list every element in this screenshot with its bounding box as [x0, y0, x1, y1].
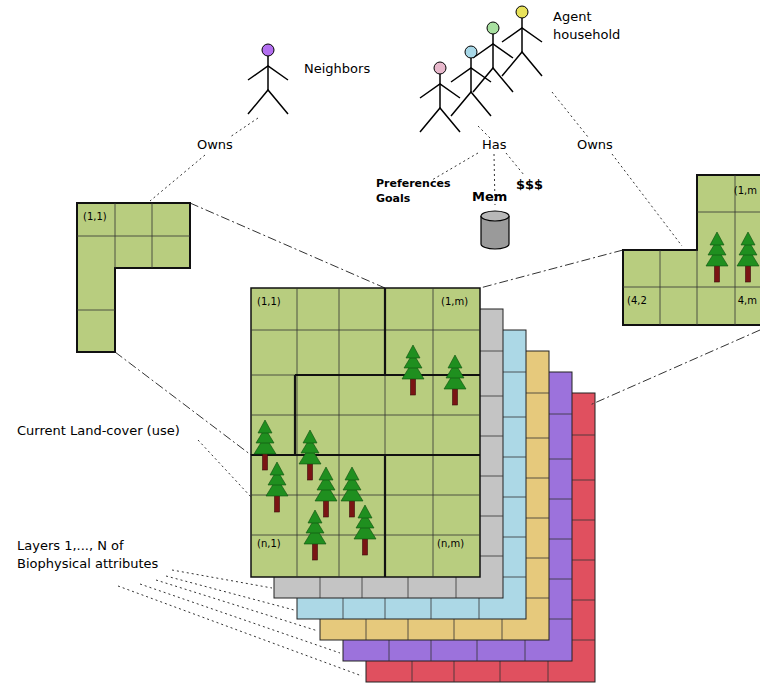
tree: [737, 232, 759, 282]
actor-label: Neighbors: [304, 60, 370, 78]
cell-coordinate: (1,1): [257, 296, 281, 307]
dotted-leader: [506, 153, 524, 175]
relation-label: Has: [482, 136, 507, 154]
dotted-leader: [612, 154, 682, 246]
dotted-leader: [552, 92, 588, 137]
tree: [299, 430, 321, 480]
owned-parcel: (1,1): [77, 203, 190, 352]
projection-line: [480, 250, 623, 288]
owned-parcel: (1,m (4,2 4,m: [623, 175, 760, 325]
tree: [254, 420, 276, 470]
cell-coordinate: (4,2: [627, 295, 647, 306]
callout-label: Layers 1,..., N of Biophysical attribute…: [17, 537, 175, 572]
dotted-leader: [140, 584, 340, 653]
dotted-leader: [156, 580, 318, 631]
parcel-shape: [251, 288, 480, 577]
dotted-leader: [432, 153, 478, 180]
cell-coordinate: (n,m): [437, 538, 464, 549]
cell-coordinate: (n,1): [257, 538, 281, 549]
parcel-shape: [77, 203, 190, 352]
tree: [444, 355, 466, 405]
attribute-label: Mem: [472, 188, 507, 206]
attribute-label: Preferences Goals: [376, 177, 458, 207]
tree: [706, 232, 728, 282]
cell-coordinate: (1,m): [441, 296, 468, 307]
relation-label: Owns: [197, 136, 233, 154]
cell-coordinate: (1,1): [83, 211, 107, 222]
tree: [341, 467, 363, 517]
dotted-leader: [150, 155, 205, 201]
actor-label: Agent household: [553, 8, 643, 43]
dotted-leader: [118, 586, 362, 676]
stick-figure: [451, 46, 491, 116]
stick-figure: [420, 62, 460, 132]
relation-label: Owns: [577, 136, 613, 154]
stick-figure: [248, 44, 288, 114]
stick-figure: [502, 6, 542, 76]
cell-coordinate: 4,m: [738, 295, 757, 306]
tree: [402, 345, 424, 395]
dotted-leader: [230, 118, 258, 137]
stick-figure: [473, 22, 513, 92]
tree: [354, 505, 376, 555]
dotted-leader: [478, 126, 490, 138]
cell-coordinate: (1,m: [734, 185, 757, 196]
attribute-label: $$$: [516, 176, 543, 194]
land-cover-grid: (1,1) (1,m) (n,1) (n,m): [251, 288, 480, 577]
projection-line: [190, 203, 385, 288]
projection-line: [590, 330, 760, 405]
dotted-leader: [166, 576, 294, 610]
callout-label: Current Land-cover (use): [17, 422, 180, 440]
memory-cylinder: [481, 211, 509, 249]
projection-line: [115, 352, 251, 455]
tree: [304, 510, 326, 560]
tree: [266, 462, 288, 512]
tree: [315, 467, 337, 517]
